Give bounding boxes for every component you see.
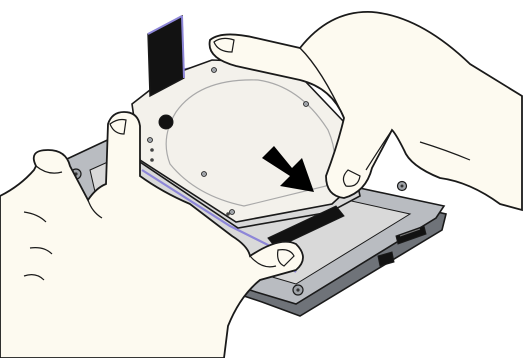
screw-icon xyxy=(398,182,407,191)
screw-icon xyxy=(293,285,303,295)
